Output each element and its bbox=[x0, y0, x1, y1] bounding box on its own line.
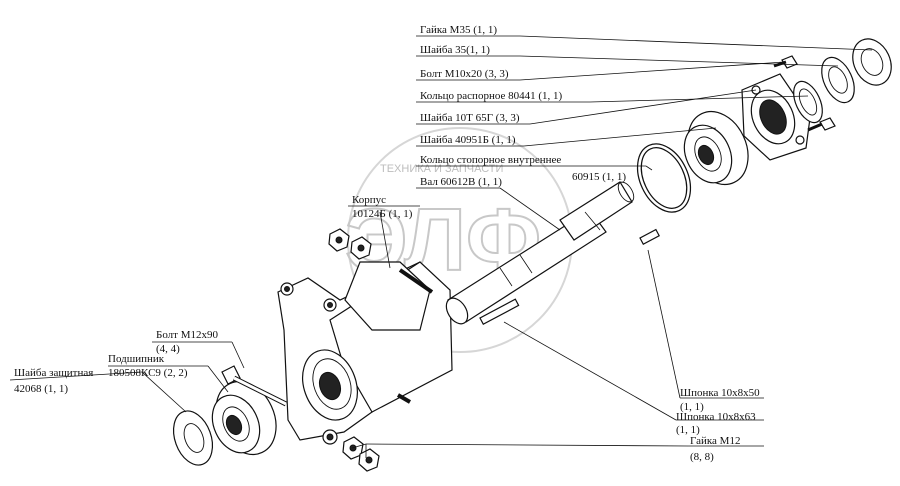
nut-m35-part bbox=[852, 38, 892, 86]
label-spacer-ring: Кольцо распорное 80441 (1, 1) bbox=[420, 90, 563, 102]
cover-flange-part bbox=[741, 73, 811, 161]
protective-washer-part bbox=[172, 410, 214, 466]
spacer-ring-part bbox=[793, 80, 823, 124]
shaft-part bbox=[445, 181, 635, 325]
label-protective-washer: Шайба защитная bbox=[14, 367, 93, 379]
label-housing-number: 10124Б (1, 1) bbox=[352, 208, 413, 220]
bolt-m10x20-parts bbox=[773, 55, 836, 132]
label-housing: Корпус bbox=[352, 194, 386, 206]
label-bolt-m12x90: Болт М12х90 bbox=[156, 329, 218, 341]
label-protective-washer-number: 42068 (1, 1) bbox=[14, 383, 68, 395]
leader-lines bbox=[9, 35, 873, 458]
label-nut-m12-qty: (8, 8) bbox=[690, 451, 714, 463]
part-labels: Гайка М35 (1, 1) Шайба 35(1, 1) Болт М10… bbox=[14, 24, 760, 463]
label-bearing: Подшипник bbox=[108, 353, 165, 365]
inner-retaining-ring-part bbox=[636, 143, 692, 213]
bearing-upper-part bbox=[683, 110, 749, 186]
label-key-10x8x50-qty: (1, 1) bbox=[680, 401, 704, 413]
housing-part bbox=[277, 261, 453, 445]
label-key-10x8x63: Шпонка 10х8х63 bbox=[676, 411, 756, 423]
label-washer-35: Шайба 35(1, 1) bbox=[420, 44, 490, 56]
label-key-10x8x50: Шпонка 10х8х50 bbox=[680, 387, 760, 399]
bearing-lower-part bbox=[211, 380, 277, 456]
label-nut-m12: Гайка М12 bbox=[690, 435, 740, 447]
label-bolt-m12x90-qty: (4, 4) bbox=[156, 343, 180, 355]
bolt-m12x90-part bbox=[221, 365, 288, 407]
label-shaft: Вал 60612В (1, 1) bbox=[420, 176, 502, 188]
label-inner-retaining-ring-number: 60915 (1, 1) bbox=[572, 171, 626, 183]
label-nut-m35: Гайка М35 (1, 1) bbox=[420, 24, 497, 36]
label-inner-retaining-ring: Кольцо стопорное внутреннее bbox=[420, 154, 561, 166]
label-bolt-m10x20: Болт М10х20 (3, 3) bbox=[420, 68, 509, 80]
nut-m12-parts bbox=[328, 228, 380, 472]
label-washer-40951: Шайба 40951Б (1, 1) bbox=[420, 134, 516, 146]
label-washer-10t: Шайба 10Т 65Г (3, 3) bbox=[420, 112, 520, 124]
washer-35-part bbox=[821, 56, 855, 104]
key-parts bbox=[479, 228, 660, 325]
label-bearing-number: 180508КС9 (2, 2) bbox=[108, 367, 188, 379]
label-key-10x8x63-qty: (1, 1) bbox=[676, 424, 700, 436]
